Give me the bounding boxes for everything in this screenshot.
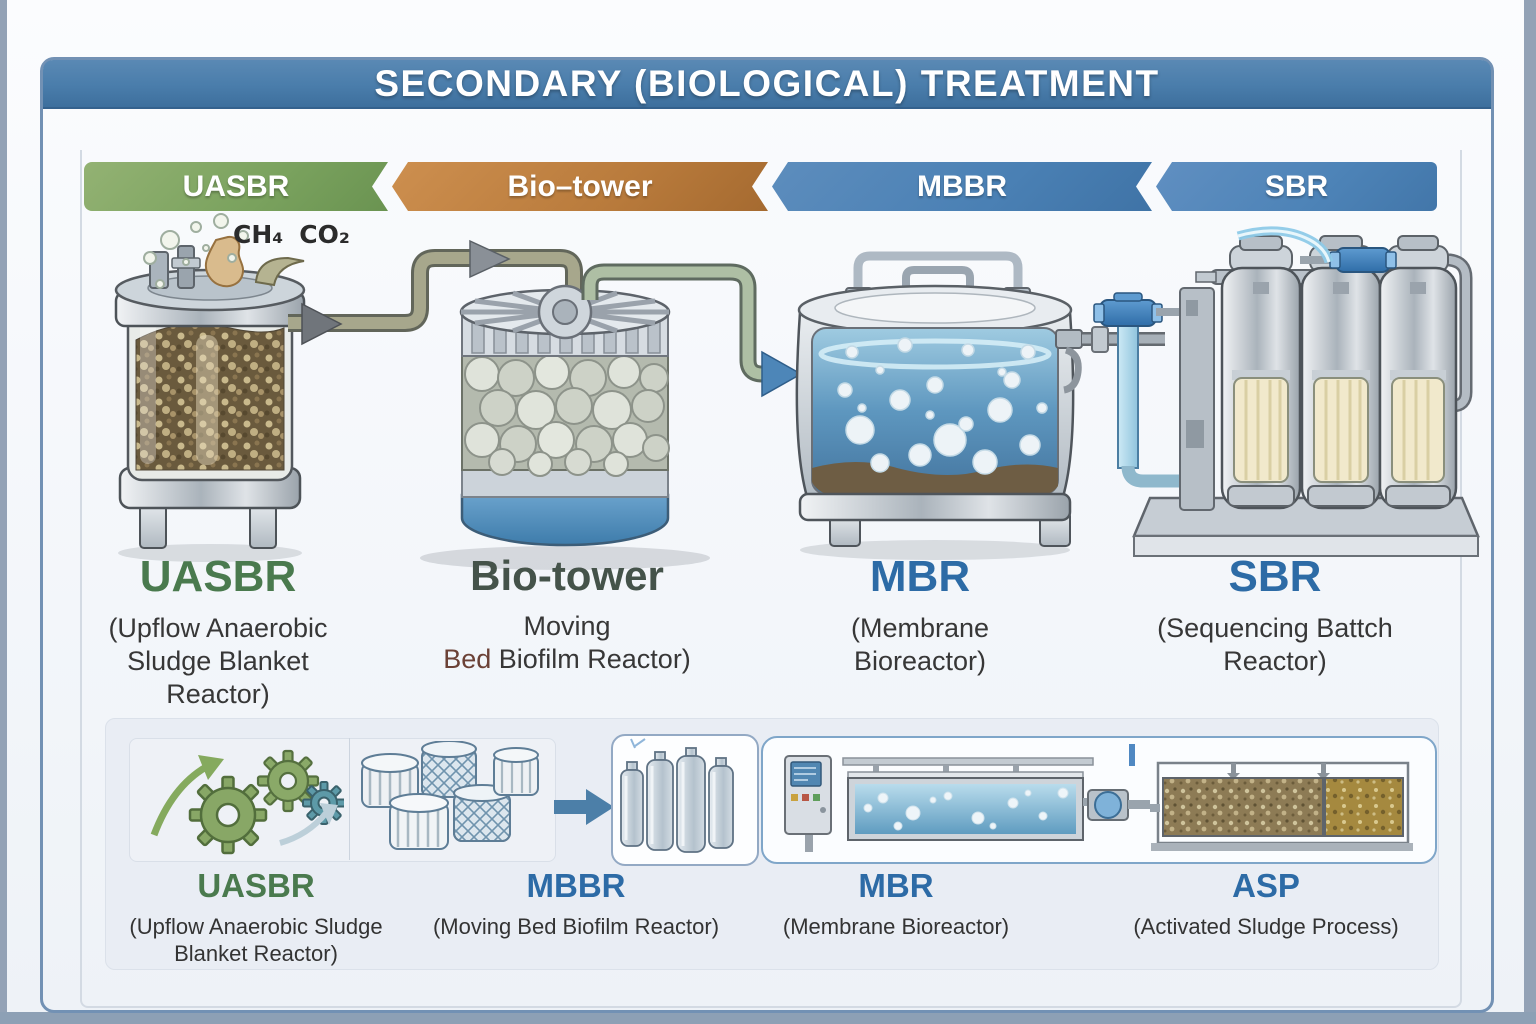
ch4-label: CH₄ xyxy=(233,220,284,249)
sbr-cylinder-2 xyxy=(1300,235,1382,510)
mbr-label-block: MBR (Membrane Bioreactor) xyxy=(770,552,1070,678)
outer-frame: SECONDARY (BIOLOGICAL) TREATMENT xyxy=(40,57,1494,1013)
sbr-cylinder-3 xyxy=(1378,235,1458,510)
uasbr-tank-illustration xyxy=(114,213,306,562)
ribbon-segment-uasbr: UASBR xyxy=(84,162,388,211)
gas-bubbles xyxy=(143,213,249,289)
gas-label: CH₄ CO₂ xyxy=(233,220,366,249)
membrane-modules-icon xyxy=(620,738,734,853)
sbr-illustration xyxy=(1132,226,1480,557)
biotower-label-block: Bio-tower Moving Bed Biofilm Reactor) xyxy=(407,552,727,676)
bottom-mbbr-abbr: MBBR xyxy=(526,867,626,904)
uasbr-abbr: UASBR xyxy=(139,552,297,601)
biotower-abbr: Bio-tower xyxy=(470,552,664,599)
ribbon-label-uasbr: UASBR xyxy=(182,169,290,203)
uasbr-full-line2: Sludge Blanket xyxy=(127,646,309,676)
biotower-illustration xyxy=(420,284,710,570)
mbr-asp-plant-illustration xyxy=(784,744,1413,852)
bottom-uasbr-abbr: UASBR xyxy=(197,867,315,904)
flow-arrow-right-icon xyxy=(554,789,614,825)
blue-valve-1 xyxy=(1093,292,1163,327)
bottom-mbbr-line1: (Moving Bed Biofilm Reactor) xyxy=(432,914,720,939)
title-bar: SECONDARY (BIOLOGICAL) TREATMENT xyxy=(43,60,1491,109)
mbr-abbr: MBR xyxy=(869,552,971,601)
mini-mbr-tank xyxy=(847,771,1084,841)
mbr-asp-illustration-box xyxy=(761,736,1437,864)
mbr-flocs xyxy=(837,337,1048,475)
mbr-tank-illustration xyxy=(795,251,1083,560)
bottom-mbr-line1: (Membrane Bioreactor) xyxy=(782,914,1010,939)
biotower-full-line2: Bed Biofilm Reactor) xyxy=(407,643,727,676)
biotower-rest: Biofilm Reactor) xyxy=(491,644,691,674)
biotower-full-line1: Moving xyxy=(523,611,611,641)
process-gears-icon xyxy=(150,749,344,855)
biotower-bed-word: Bed xyxy=(443,644,492,674)
ribbon-segment-sbr: SBR xyxy=(1156,162,1437,211)
ribbon-label-biotower: Bio–tower xyxy=(507,169,653,203)
bottom-asp-abbr: ASP xyxy=(1232,867,1300,904)
sbr-full-line1: (Sequencing Battch xyxy=(1157,613,1393,643)
water-stream xyxy=(1236,226,1334,264)
sbr-full-line2: Reactor) xyxy=(1223,646,1327,676)
main-illustration xyxy=(114,213,1480,570)
lightbox-divider xyxy=(349,738,350,860)
bottom-uasbr-label-block: UASBR (Upflow Anaerobic Sludge Blanket R… xyxy=(116,867,396,967)
ribbon-segment-mbbr: MBBR xyxy=(772,162,1152,211)
inner-content-frame xyxy=(80,150,1462,1008)
mbr-full-line2: Bioreactor) xyxy=(853,646,987,676)
bottom-uasbr-line2: Blanket Reactor) xyxy=(174,941,338,966)
co2-label: CO₂ xyxy=(299,220,350,249)
sbr-abbr: SBR xyxy=(1228,552,1322,601)
bottom-asp-line1: (Activated Sludge Process) xyxy=(1133,914,1399,939)
mini-asp-basin xyxy=(1129,744,1413,851)
uasbr-label-block: UASBR (Upflow Anaerobic Sludge Blanket R… xyxy=(68,552,368,711)
uasbr-top-fittings xyxy=(149,235,305,289)
bottom-mbbr-label-block: MBBR (Moving Bed Biofilm Reactor) xyxy=(416,867,736,940)
mbr-full-line1: (Membrane xyxy=(850,613,990,643)
control-panel xyxy=(784,755,832,852)
page-edge-bottom xyxy=(0,1012,1536,1024)
page-title: SECONDARY (BIOLOGICAL) TREATMENT xyxy=(374,62,1160,104)
uasbr-full-line1: (Upflow Anaerobic xyxy=(108,613,328,643)
bottom-asp-label-block: ASP (Activated Sludge Process) xyxy=(1101,867,1431,940)
biotower-media xyxy=(464,354,670,477)
uasbr-full-line3: Reactor) xyxy=(166,679,270,709)
bottom-uasbr-line1: (Upflow Anaerobic Sludge xyxy=(129,914,383,939)
flow-arrow-3 xyxy=(761,350,803,398)
page-edge-left xyxy=(0,0,7,1024)
ribbon-label-sbr: SBR xyxy=(1264,169,1329,203)
flow-arrow-2 xyxy=(469,239,511,279)
page-edge-right xyxy=(1524,0,1536,1024)
bottom-summary-panel: UASBR (Upflow Anaerobic Sludge Blanket R… xyxy=(105,718,1439,970)
sbr-label-block: SBR (Sequencing Battch Reactor) xyxy=(1100,552,1450,678)
pipe-biotower-to-mbr xyxy=(581,263,803,398)
sbr-cylinder-1 xyxy=(1220,235,1302,510)
mbbr-media-carriers-icon xyxy=(361,741,539,850)
membrane-modules-box xyxy=(611,734,759,866)
ribbon-label-mbbr: MBBR xyxy=(917,169,1007,203)
mini-pump xyxy=(1083,789,1150,821)
pipe-uasbr-to-biotower xyxy=(288,239,583,346)
flow-arrow-1 xyxy=(301,302,343,346)
bottom-mbr-label-block: MBR (Membrane Bioreactor) xyxy=(746,867,1046,940)
ribbon-segment-biotower: Bio–tower xyxy=(392,162,768,211)
bottom-mbr-abbr: MBR xyxy=(858,867,934,904)
